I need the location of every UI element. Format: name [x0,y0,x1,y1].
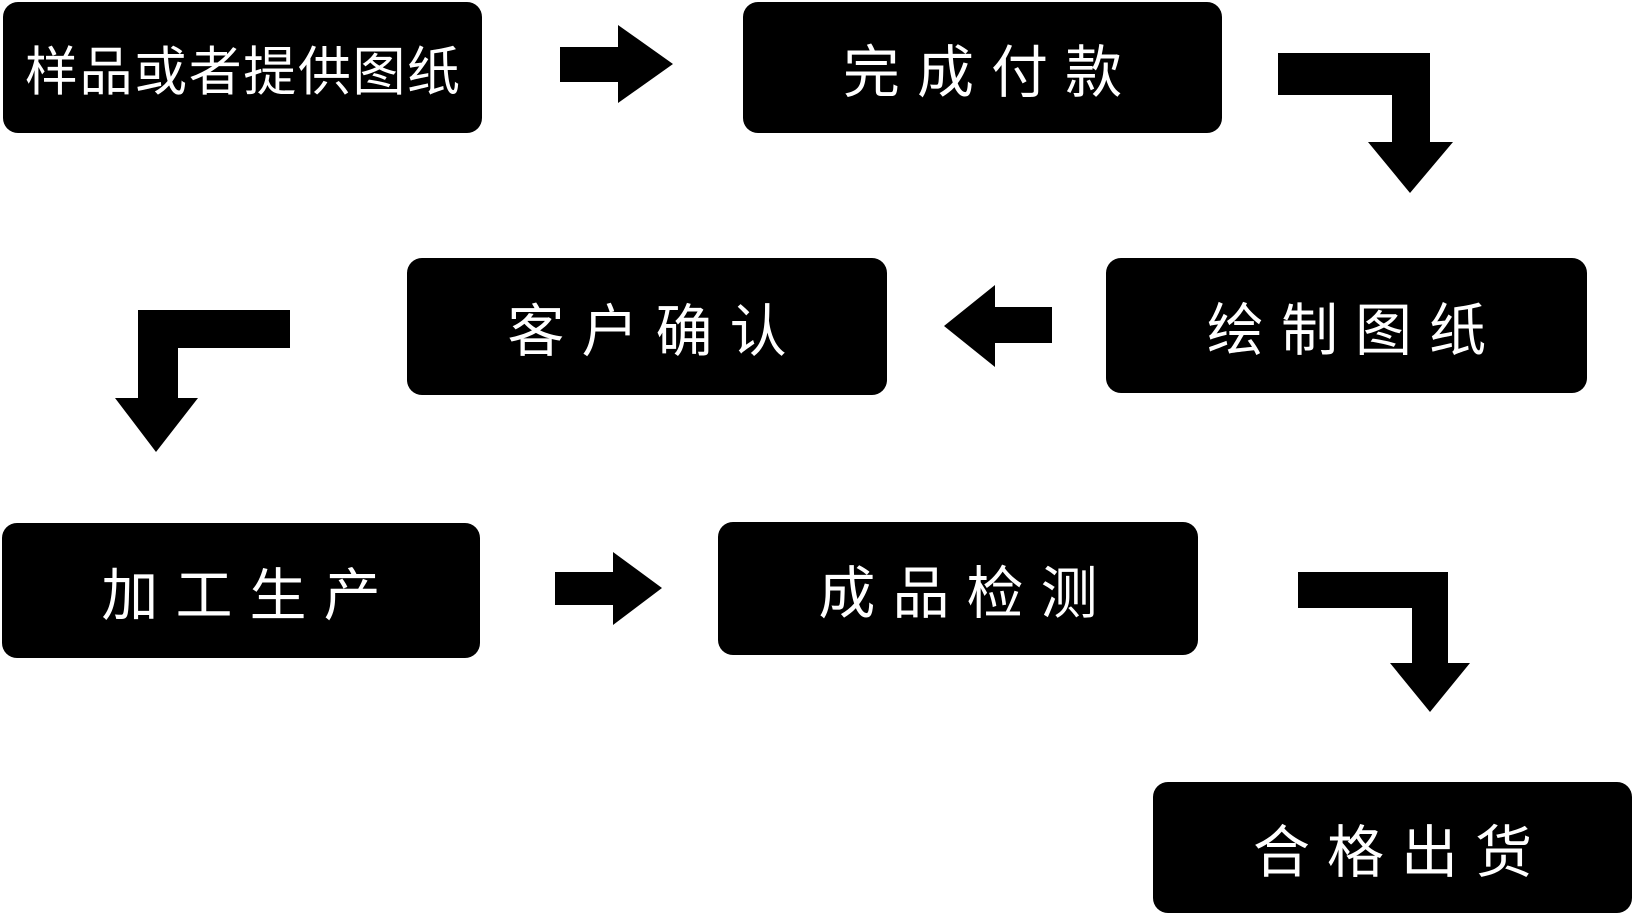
step-customer-confirm: 客户确认 [407,258,887,395]
step-label: 绘制图纸 [1206,298,1504,363]
step-payment: 完成付款 [743,2,1222,133]
step-label: 成品检测 [818,561,1115,626]
step-label: 客户确认 [507,299,804,364]
arrow-production-to-inspection-icon [555,552,662,625]
arrow-inspection-to-shipment-icon [1298,572,1470,712]
step-label: 加工生产 [101,563,398,628]
step-production: 加工生产 [2,523,480,658]
step-label: 样品或者提供图纸 [24,42,462,102]
step-shipment: 合格出货 [1153,782,1632,913]
arrow-payment-to-drawing-icon [1278,53,1453,193]
arrow-confirm-to-production-icon [115,310,290,452]
step-label: 合格出货 [1252,820,1550,885]
arrow-sample-to-payment-icon [560,25,673,103]
step-inspection: 成品检测 [718,522,1198,655]
step-sample-or-drawing: 样品或者提供图纸 [3,2,482,133]
step-draw-drawing: 绘制图纸 [1106,258,1587,393]
arrow-drawing-to-confirm-icon [944,285,1052,367]
step-label: 完成付款 [842,40,1140,105]
